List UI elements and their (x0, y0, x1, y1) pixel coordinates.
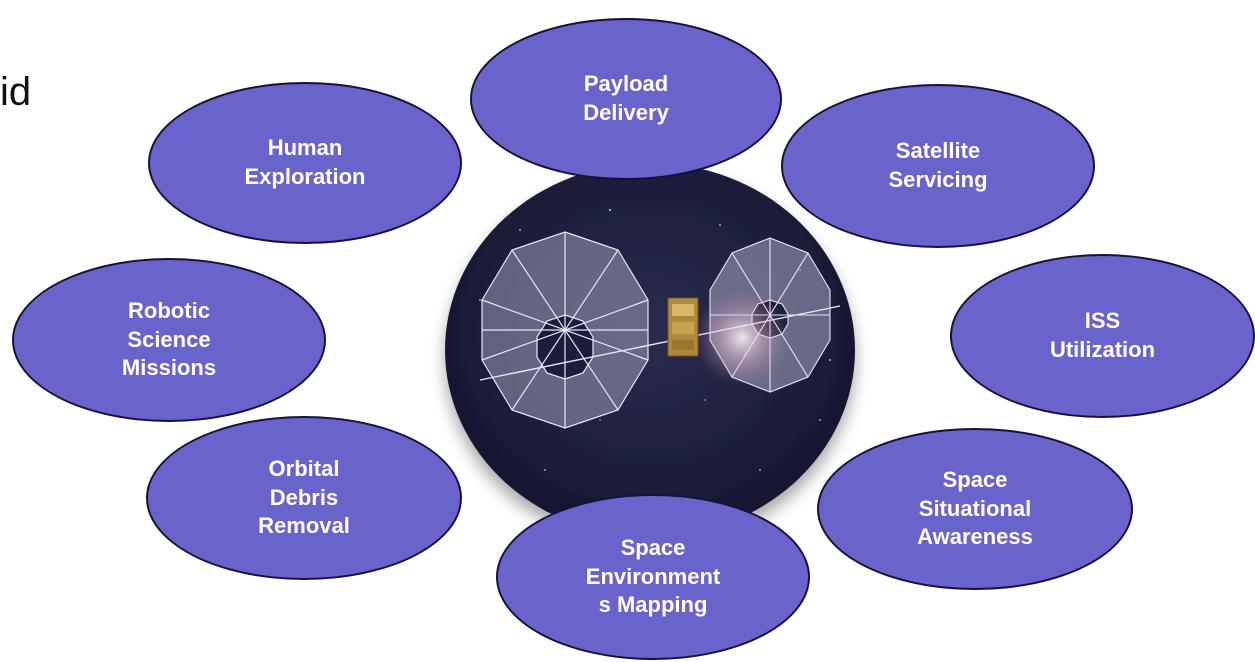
bubble-iss-utilization: ISS Utilization (950, 254, 1255, 418)
left-sail (481, 231, 649, 429)
bubble-label: Payload Delivery (583, 71, 669, 125)
bubble-orbital-debris-removal: Orbital Debris Removal (146, 416, 462, 580)
bubble-label: Satellite Servicing (888, 138, 988, 192)
bubble-label: Space Environment s Mapping (585, 535, 721, 618)
bubble-label: ISS Utilization (1049, 308, 1156, 362)
bubble-human-exploration: Human Exploration (148, 82, 462, 244)
bubble-space-situational-awareness: Space Situational Awareness (817, 428, 1133, 590)
cropped-text-fragment: id (0, 70, 32, 114)
bubble-label: Orbital Debris Removal (258, 456, 350, 539)
bubble-label: Space Situational Awareness (917, 467, 1033, 550)
bubble-payload-delivery: Payload Delivery (470, 18, 782, 180)
bubble-label: Human Exploration (244, 135, 366, 189)
bubble-label: Robotic Science Missions (121, 298, 217, 381)
bubble-space-environments-mapping: Space Environment s Mapping (496, 494, 810, 660)
bubble-satellite-servicing: Satellite Servicing (781, 84, 1095, 248)
spacecraft-bus (667, 297, 699, 357)
bubble-robotic-science-missions: Robotic Science Missions (12, 258, 326, 422)
sun-glare (694, 290, 790, 386)
